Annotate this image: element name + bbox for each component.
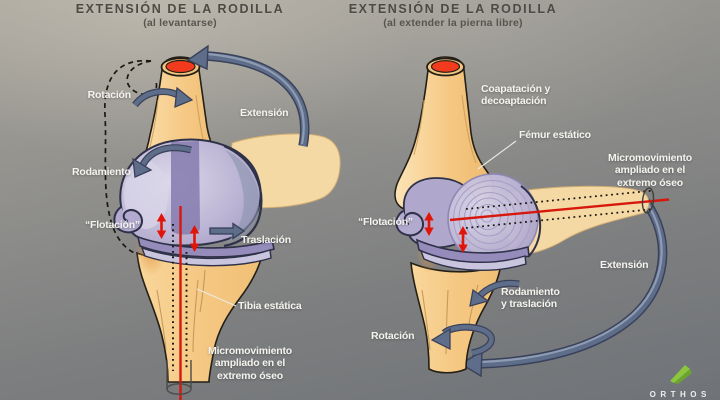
left-tibia-texture: [156, 269, 206, 353]
right-label-flotacion: “Flotación”: [358, 216, 413, 228]
right-rotation-arrow-body: [442, 324, 494, 356]
right-extension-arrow-highlight: [478, 193, 663, 364]
left-label-rodamiento: Rodamiento: [72, 166, 131, 178]
left-float-arrow1-down: [156, 230, 167, 239]
right-label-micromovimiento: Micromovimiento ampliado en el extremo ó…: [608, 152, 692, 189]
left-translation-arrow: [209, 222, 246, 240]
left-motion-dashed-loop: [126, 60, 158, 96]
right-dotted-axis-1: [465, 189, 655, 210]
right-float-arrow1-up: [424, 212, 434, 221]
right-rolling-arrowhead: [469, 288, 490, 307]
right-rotation-arrowhead: [430, 327, 451, 351]
left-label-rotacion: Rotación: [87, 89, 132, 101]
right-panel-title: EXTENSIÓN DE LA RODILLA: [348, 2, 558, 16]
right-capsule-line: [520, 185, 542, 258]
right-knee-figure: [394, 56, 670, 378]
right-label-rotacion: Rotación: [371, 330, 415, 342]
left-rolling-arrowhead: [132, 157, 153, 178]
right-label-rodamiento-traslacion: Rodamiento y traslación: [501, 286, 560, 311]
left-panel-subtitle: (al levantarse): [143, 17, 217, 29]
left-float-arrow2-up: [189, 225, 200, 234]
left-rotation-arrow: [132, 86, 194, 109]
right-label-extension: Extensión: [600, 259, 649, 271]
left-rolling-arrow: [132, 144, 192, 178]
left-label-flotacion: “Flotación”: [85, 219, 140, 231]
left-condyle-sheen: [225, 150, 260, 243]
left-panel-title: EXTENSIÓN DE LA RODILLA: [75, 2, 285, 16]
right-label-coaptacion: Coapatación y decoaptación: [481, 83, 551, 108]
left-trochlea-band: [171, 141, 200, 235]
left-femur-cut-surface: [165, 59, 196, 74]
right-femur-pointer-line: [477, 140, 517, 170]
left-cylinder-base: [166, 383, 192, 395]
right-dotted-axis-2: [465, 208, 655, 229]
right-meniscus-band-light: [419, 249, 527, 271]
left-label-micromovimiento: Micromovimiento ampliado en el extremo ó…: [208, 345, 292, 382]
right-float-arrows: [424, 212, 468, 253]
left-tibia-pointer-line: [196, 288, 237, 307]
right-femur-texture: [413, 94, 477, 164]
right-extension-arrow: [459, 192, 668, 378]
right-float-arrow1-down: [424, 227, 434, 236]
right-femur-cut-surface: [430, 60, 461, 73]
left-extension-arrow-outline: [206, 51, 310, 147]
left-extension-arrow-highlight: [206, 52, 305, 145]
left-extension-arrow: [186, 44, 310, 147]
right-rolling-arrow: [469, 279, 520, 307]
left-knee-figure: [104, 44, 341, 400]
right-panel-subtitle: (al extender la pierna libre): [383, 17, 523, 29]
right-float-arrow2-up: [458, 226, 468, 235]
orthos-logo: ORTHOS: [642, 362, 714, 399]
left-label-traslacion: Traslación: [241, 234, 291, 246]
right-float-arrow2-down: [458, 244, 468, 253]
left-meniscus-band-light: [140, 246, 272, 267]
left-capsule-line: [223, 144, 263, 248]
leaf-shade: [674, 369, 692, 384]
right-capsule-hook: [395, 210, 425, 237]
left-capsule-hook: [113, 206, 144, 234]
left-cylinder-sides: [166, 360, 192, 389]
left-float-arrow2-down: [189, 243, 200, 252]
right-tibia-bone: [410, 261, 502, 374]
right-extension-arrowhead: [459, 349, 483, 378]
left-label-tibia-estatica: Tibia estática: [238, 300, 302, 312]
left-rotation-arrowhead: [174, 86, 194, 109]
orthos-leaf-icon: [670, 365, 692, 384]
orthos-logo-text: ORTHOS: [649, 390, 711, 399]
right-red-axis-line: [449, 198, 670, 222]
left-label-extension: Extensión: [240, 107, 289, 119]
right-magnified-bone-end: [641, 187, 655, 214]
left-motion-dashed-path: [104, 59, 152, 255]
left-extension-arrowhead: [186, 44, 209, 71]
left-magnified-bone-end: [166, 360, 192, 395]
left-float-arrows: [156, 213, 200, 252]
leaf-main: [670, 365, 690, 383]
right-rotation-arrow: [430, 323, 495, 357]
right-label-femur-estatico: Fémur estático: [519, 129, 591, 141]
left-float-arrow1-up: [156, 213, 167, 222]
